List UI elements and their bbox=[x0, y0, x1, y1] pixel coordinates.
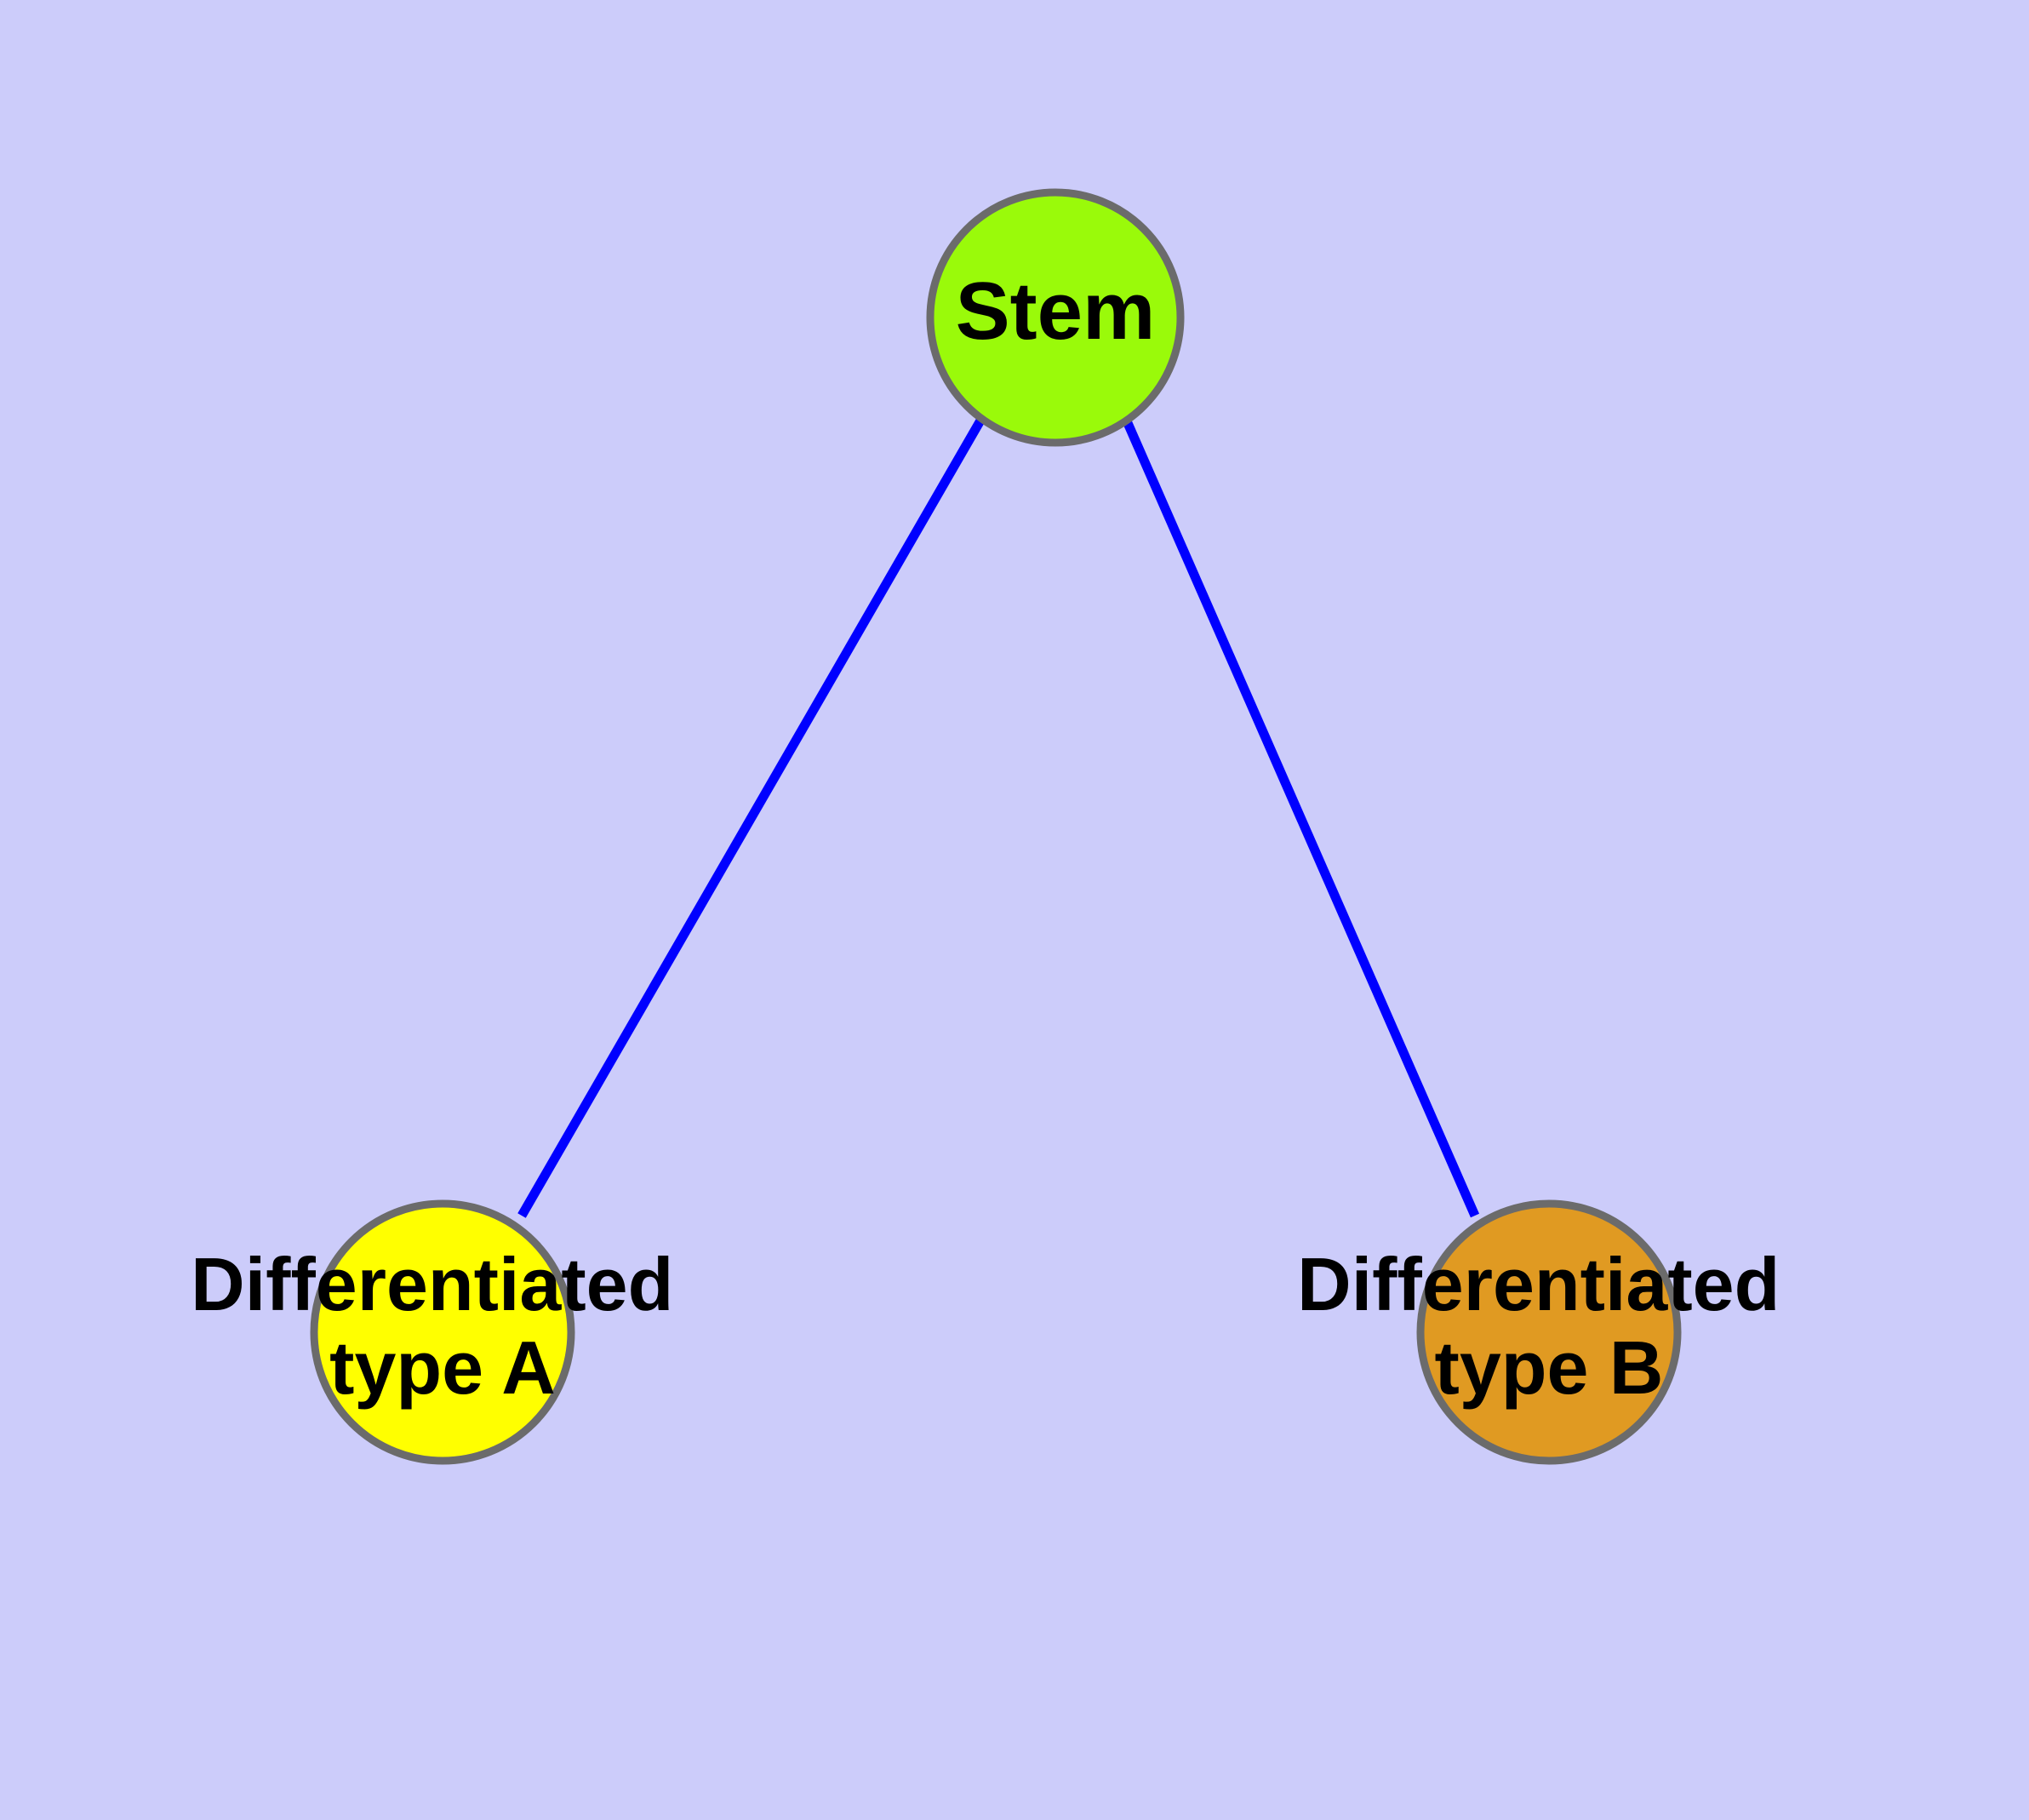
node-differentiated-type-b-circle[interactable] bbox=[1416, 1199, 1682, 1465]
node-differentiated-type-a-label-line-1: Differentiated bbox=[191, 1242, 673, 1326]
node-differentiated-type-a[interactable]: Differentiated type A bbox=[191, 1199, 694, 1465]
node-stem[interactable]: Stem bbox=[926, 188, 1185, 447]
node-differentiated-type-a-label-line-2: type A bbox=[329, 1325, 556, 1410]
node-stem-label: Stem bbox=[956, 266, 1156, 357]
node-differentiated-type-b-label-line-1: Differentiated bbox=[1297, 1242, 1780, 1326]
node-differentiated-type-b-label: Differentiated type B bbox=[1297, 1242, 1801, 1410]
node-differentiated-type-b[interactable]: Differentiated type B bbox=[1297, 1199, 1801, 1465]
node-differentiated-type-a-label: Differentiated type A bbox=[191, 1242, 694, 1410]
node-differentiated-type-a-circle[interactable] bbox=[310, 1199, 575, 1465]
edge-stem-to-differentiated-type-a[interactable] bbox=[517, 418, 985, 1218]
nodes-layer: Stem Differentiated type A Differentiate… bbox=[191, 188, 1801, 1465]
edges-layer bbox=[517, 418, 1480, 1218]
node-differentiated-type-b-label-line-2: type B bbox=[1435, 1325, 1664, 1410]
edge-stem-to-differentiated-type-b[interactable] bbox=[1123, 421, 1480, 1218]
node-stem-label-line-1: Stem bbox=[956, 266, 1156, 357]
node-stem-circle[interactable] bbox=[926, 188, 1185, 447]
